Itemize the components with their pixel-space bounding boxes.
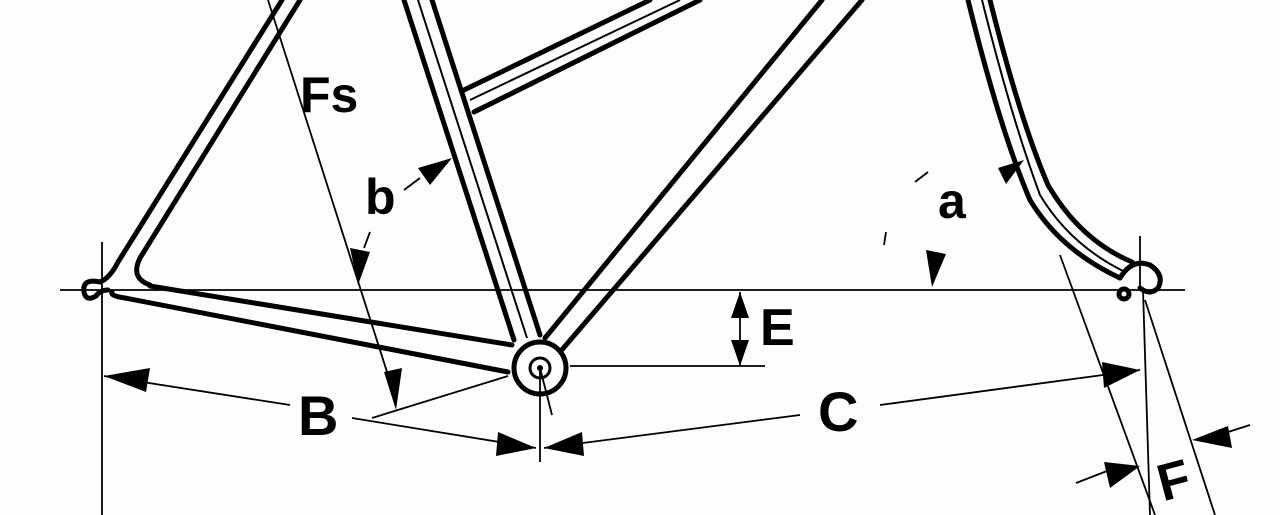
down-tube <box>542 0 865 355</box>
label-e: E <box>760 299 795 357</box>
label-b-length: B <box>298 384 339 447</box>
f-dimension <box>1059 254 1251 515</box>
seat-tube <box>401 0 543 343</box>
front-dropout <box>1116 236 1163 302</box>
c-dimension <box>543 362 1141 456</box>
label-c: C <box>818 380 859 443</box>
angle-b-indicator <box>350 158 452 285</box>
bottom-bracket <box>511 339 569 462</box>
label-fs: Fs <box>300 67 359 123</box>
e-dimension <box>570 292 765 367</box>
fs-dimension <box>267 0 402 410</box>
rear-dropout <box>81 242 111 515</box>
label-b-angle: b <box>365 169 396 225</box>
label-a-angle: a <box>938 173 966 229</box>
front-fork <box>965 0 1135 281</box>
b-dimension <box>103 368 537 456</box>
seat-stay <box>97 0 303 288</box>
angle-a-indicator <box>883 160 1024 287</box>
chain-stay <box>109 283 515 375</box>
top-tube <box>461 0 703 115</box>
